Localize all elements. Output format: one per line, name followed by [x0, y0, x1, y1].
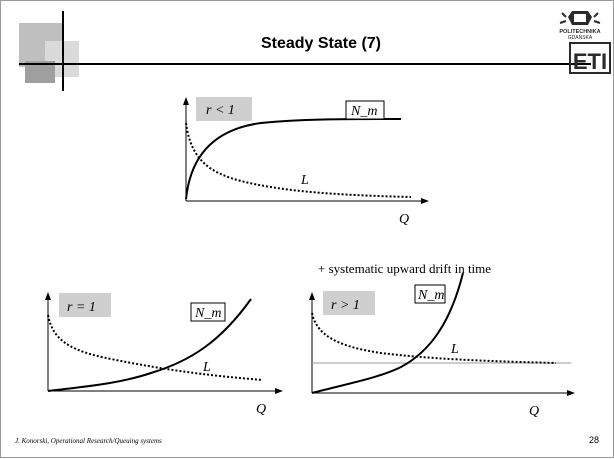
chart-r-equal-1: r = 1 N_m L Q	[45, 292, 283, 417]
condition-label: r = 1	[67, 300, 96, 315]
nm-label-box	[345, 100, 385, 120]
nm-label-box	[190, 302, 226, 322]
series-nm-line	[311, 272, 464, 394]
y-axis-arrow	[183, 97, 189, 105]
chart-r-greater-1: + systematic upward drift in time r > 1 …	[309, 261, 575, 419]
y-axis-arrow	[309, 292, 315, 300]
l-label: L	[300, 173, 309, 188]
nm-label: N_m	[350, 104, 377, 119]
slide-title: Steady State (7)	[260, 35, 382, 52]
q-axis-label: Q	[256, 402, 266, 417]
nm-label-box	[414, 284, 446, 304]
decoration-square-3	[25, 61, 55, 83]
y-axis-arrow	[45, 292, 51, 300]
x-axis-arrow	[421, 198, 429, 204]
logo-eti-letters: ETI	[573, 49, 607, 74]
footer-text: J. Konorski, Operational Research/Queuin…	[15, 437, 162, 445]
condition-label: r > 1	[331, 298, 360, 313]
series-nm-line	[185, 118, 402, 200]
logo-text-line-1: POLITECHNIKA	[559, 29, 600, 35]
university-logo: POLITECHNIKA GDAŃSKA ETI	[559, 11, 611, 74]
page-number: 28	[589, 435, 600, 445]
series-l-line	[47, 314, 264, 381]
condition-label: r < 1	[206, 103, 235, 118]
x-axis-arrow	[567, 390, 575, 396]
l-label: L	[450, 342, 459, 357]
annotation-drift: + systematic upward drift in time	[318, 261, 491, 276]
condition-label-box	[59, 293, 111, 317]
condition-label-box	[323, 291, 375, 315]
nm-label: N_m	[194, 306, 221, 321]
q-axis-label: Q	[399, 212, 409, 227]
condition-label-box	[196, 97, 252, 121]
series-l-line	[185, 122, 412, 198]
title-underline	[19, 63, 591, 65]
chart-r-less-1: r < 1 N_m L Q	[183, 97, 429, 227]
l-label: L	[202, 360, 211, 375]
decoration-vertical-line	[62, 11, 64, 91]
crest-icon	[559, 11, 601, 25]
nm-label: N_m	[417, 288, 444, 303]
series-l-line	[311, 312, 557, 364]
q-axis-label: Q	[529, 404, 539, 419]
x-axis-arrow	[275, 388, 283, 394]
logo-text-line-2: GDAŃSKA	[568, 34, 593, 41]
series-nm-line	[47, 298, 252, 392]
